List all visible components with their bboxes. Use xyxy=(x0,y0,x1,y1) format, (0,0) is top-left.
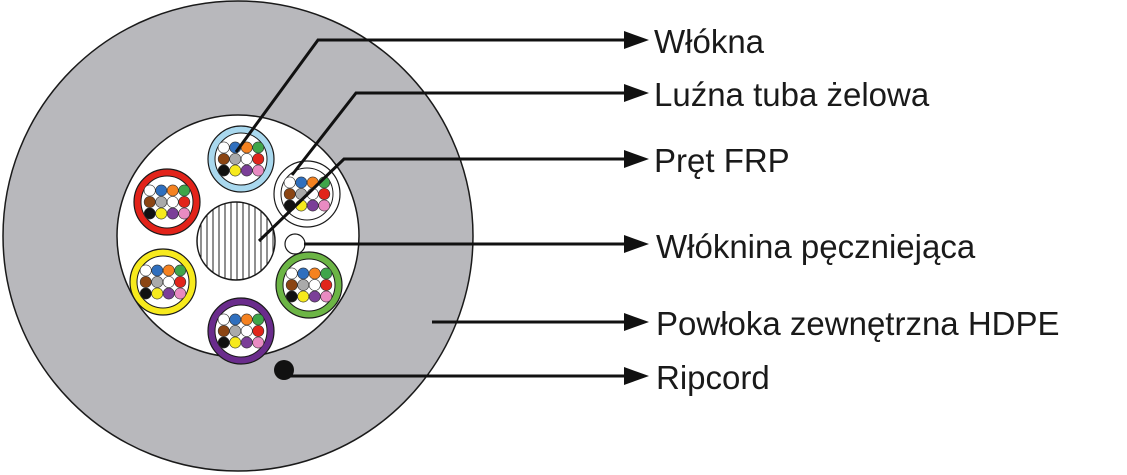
fiber xyxy=(155,184,168,197)
fiber xyxy=(252,153,265,165)
fiber xyxy=(285,267,298,280)
fiber xyxy=(166,196,179,208)
fiber xyxy=(155,196,168,208)
fiber xyxy=(151,264,164,277)
fiber xyxy=(174,264,187,277)
fiber xyxy=(297,290,310,303)
fiber xyxy=(217,153,230,165)
fiber xyxy=(178,196,191,208)
fiber xyxy=(283,188,296,200)
fiber xyxy=(308,267,321,280)
water-blocking-yarn xyxy=(284,233,306,255)
fiber xyxy=(240,336,253,349)
tube-purple xyxy=(207,297,275,365)
fiber xyxy=(166,184,179,197)
arrow-frp-rod xyxy=(624,150,649,168)
fiber xyxy=(229,164,242,177)
fiber xyxy=(178,184,191,197)
fiber xyxy=(252,325,265,337)
arrow-outer-sheath xyxy=(624,313,649,331)
fiber xyxy=(139,276,152,288)
fiber xyxy=(240,164,253,177)
fiber xyxy=(240,153,253,165)
fiber xyxy=(143,184,156,197)
fiber xyxy=(318,199,331,212)
arrow-fibers xyxy=(624,31,649,49)
leader-frp-rod xyxy=(257,157,627,243)
arrowheads xyxy=(624,31,649,385)
fiber xyxy=(308,279,321,291)
fiber xyxy=(217,141,230,154)
label-frp-rod: Pręt FRP xyxy=(654,142,790,179)
fiber xyxy=(217,164,230,177)
fiber xyxy=(318,188,331,200)
arrow-water-blocking xyxy=(624,235,649,253)
fiber xyxy=(240,325,253,337)
leader-lines xyxy=(234,38,627,378)
fiber xyxy=(252,313,265,326)
label-fibers: Włókna xyxy=(654,23,765,60)
fiber xyxy=(295,176,308,189)
fiber xyxy=(162,276,175,288)
fiber xyxy=(229,313,242,326)
fiber xyxy=(285,290,298,303)
fiber xyxy=(283,176,296,189)
label-loose-tube: Luźna tuba żelowa xyxy=(654,76,930,113)
fiber xyxy=(252,141,265,154)
fiber xyxy=(297,279,310,291)
fiber xyxy=(285,279,298,291)
fiber xyxy=(155,207,168,220)
label-water-blocking: Włóknina pęczniejąca xyxy=(656,228,976,265)
fiber xyxy=(174,287,187,300)
fiber xyxy=(240,313,253,326)
fiber xyxy=(139,287,152,300)
fiber xyxy=(217,325,230,337)
fiber xyxy=(229,153,242,165)
fiber xyxy=(229,325,242,337)
fiber xyxy=(151,287,164,300)
loose-tubes xyxy=(129,125,343,365)
fiber xyxy=(162,264,175,277)
fiber xyxy=(320,279,333,291)
frp-rod xyxy=(196,201,276,281)
tube-red xyxy=(133,168,201,236)
arrow-loose-tube xyxy=(624,84,649,102)
label-outer-sheath: Powłoka zewnętrzna HDPE xyxy=(656,305,1060,342)
leader-loose-tube xyxy=(290,91,627,176)
fiber xyxy=(166,207,179,220)
fiber xyxy=(229,336,242,349)
tube-blue xyxy=(207,125,275,193)
tube-green xyxy=(275,251,343,319)
fiber xyxy=(308,290,321,303)
fiber xyxy=(139,264,152,277)
label-ripcord: Ripcord xyxy=(656,359,770,396)
fiber xyxy=(217,313,230,326)
fiber xyxy=(320,267,333,280)
tube-yellow xyxy=(129,248,197,316)
arrow-ripcord xyxy=(624,367,649,385)
fiber xyxy=(143,196,156,208)
fiber xyxy=(174,276,187,288)
fiber xyxy=(178,207,191,220)
fiber xyxy=(306,199,319,212)
fiber xyxy=(252,164,265,177)
fiber xyxy=(297,267,310,280)
fiber xyxy=(162,287,175,300)
leader-fibers xyxy=(234,38,627,153)
fiber xyxy=(143,207,156,220)
fiber xyxy=(151,276,164,288)
fiber xyxy=(320,290,333,303)
fiber xyxy=(252,336,265,349)
fiber xyxy=(217,336,230,349)
